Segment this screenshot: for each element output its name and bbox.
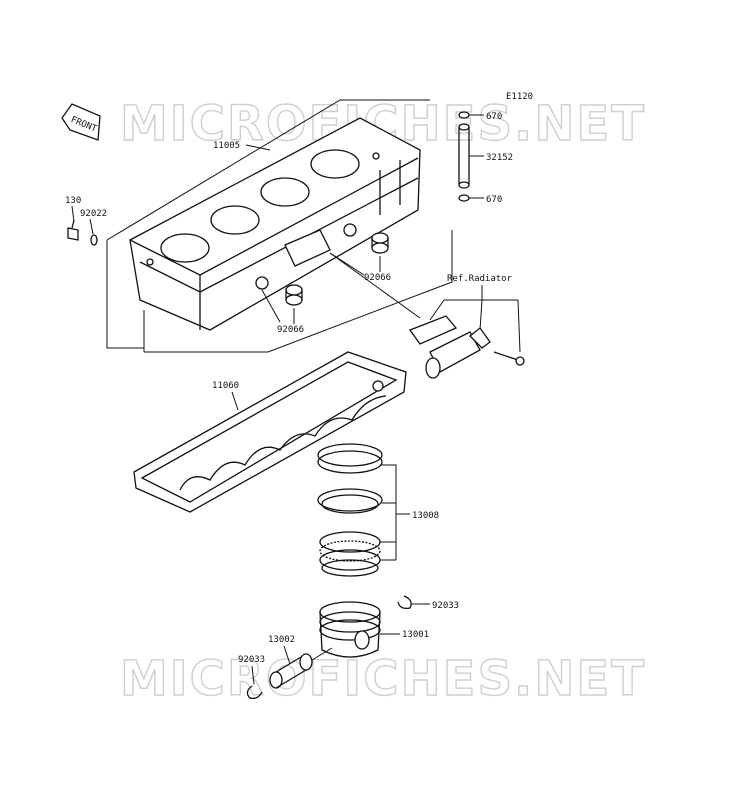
bore-4 [310,149,360,179]
cylinder-frame [106,99,453,353]
o-ring-bottom-icon [458,194,470,202]
label-piston: 13001 [402,630,429,640]
piston-pin-13002-icon [269,653,313,689]
snap-ring-bottom-icon [246,685,263,700]
diagram-code: E1120 [506,92,533,102]
label-o-ring-top: 670 [486,112,502,122]
label-dowel-pin: 32152 [486,153,513,163]
bolt-130-icon [67,219,79,241]
bore-1 [160,233,210,263]
plug-lower-icon [285,284,303,306]
o-ring-top-icon [458,111,470,119]
gasket-11060-icon [133,351,407,513]
watermark-bottom: MICROFICHES.NET [120,651,646,707]
label-washer: 92022 [80,209,107,219]
radiator-fitting-icon [408,315,525,379]
cylinder-block [129,117,421,331]
washer-92022-icon [90,234,98,246]
label-bolt: 130 [65,196,81,206]
label-snap-ring-bottom: 92033 [238,655,265,665]
label-cylinder: 11005 [213,141,240,151]
label-piston-pin: 13002 [268,635,295,645]
label-gasket: 11060 [212,381,239,391]
piston-ring-set-icon [317,443,383,577]
plug-upper-icon [371,232,389,254]
label-ref-radiator: Ref.Radiator [447,274,513,284]
front-arrow-icon: FRONT [61,103,101,141]
bore-3 [260,177,310,207]
piston-13001-icon [319,601,381,658]
label-ring-set: 13008 [412,511,439,521]
label-plug-lower: 92066 [277,325,304,335]
label-plug-upper: 92066 [364,273,391,283]
bore-2 [210,205,260,235]
snap-ring-top-icon [397,595,412,610]
label-snap-ring-top: 92033 [432,601,459,611]
dowel-pin-32152-icon [458,123,470,189]
label-o-ring-bottom: 670 [486,195,502,205]
